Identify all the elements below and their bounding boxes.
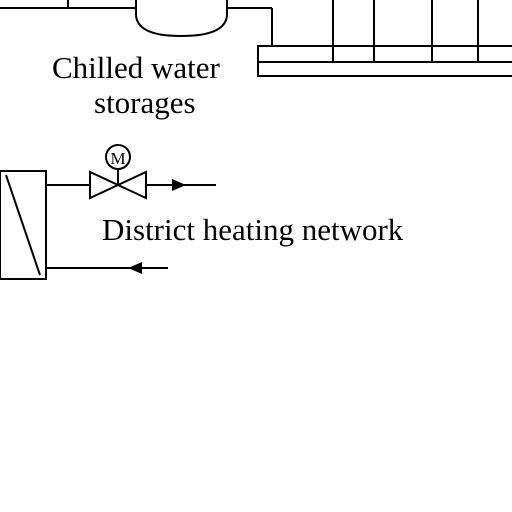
tank-body: [135, 0, 228, 38]
tank-pipes: [0, 0, 273, 46]
heat-exchanger: [0, 170, 47, 280]
storage-label-line1: Chilled water: [52, 50, 221, 85]
valve-motor-symbol: M: [110, 149, 125, 168]
return-flow-arrow: [128, 262, 142, 274]
chilled-water-storage-tank: [135, 0, 228, 38]
distribution-manifold: [257, 0, 512, 77]
valve-motor-circle: [105, 144, 131, 170]
valve-right-triangle: [115, 170, 147, 200]
valve-left-triangle: [89, 170, 121, 200]
district-heating-label: District heating network: [102, 212, 404, 247]
heat-exchanger-box: [0, 170, 47, 280]
storage-label-line2: storages: [94, 85, 196, 120]
heat-exchanger-diagonal: [5, 174, 41, 276]
motorized-valve: [89, 144, 147, 200]
supply-flow-arrow: [172, 179, 186, 191]
